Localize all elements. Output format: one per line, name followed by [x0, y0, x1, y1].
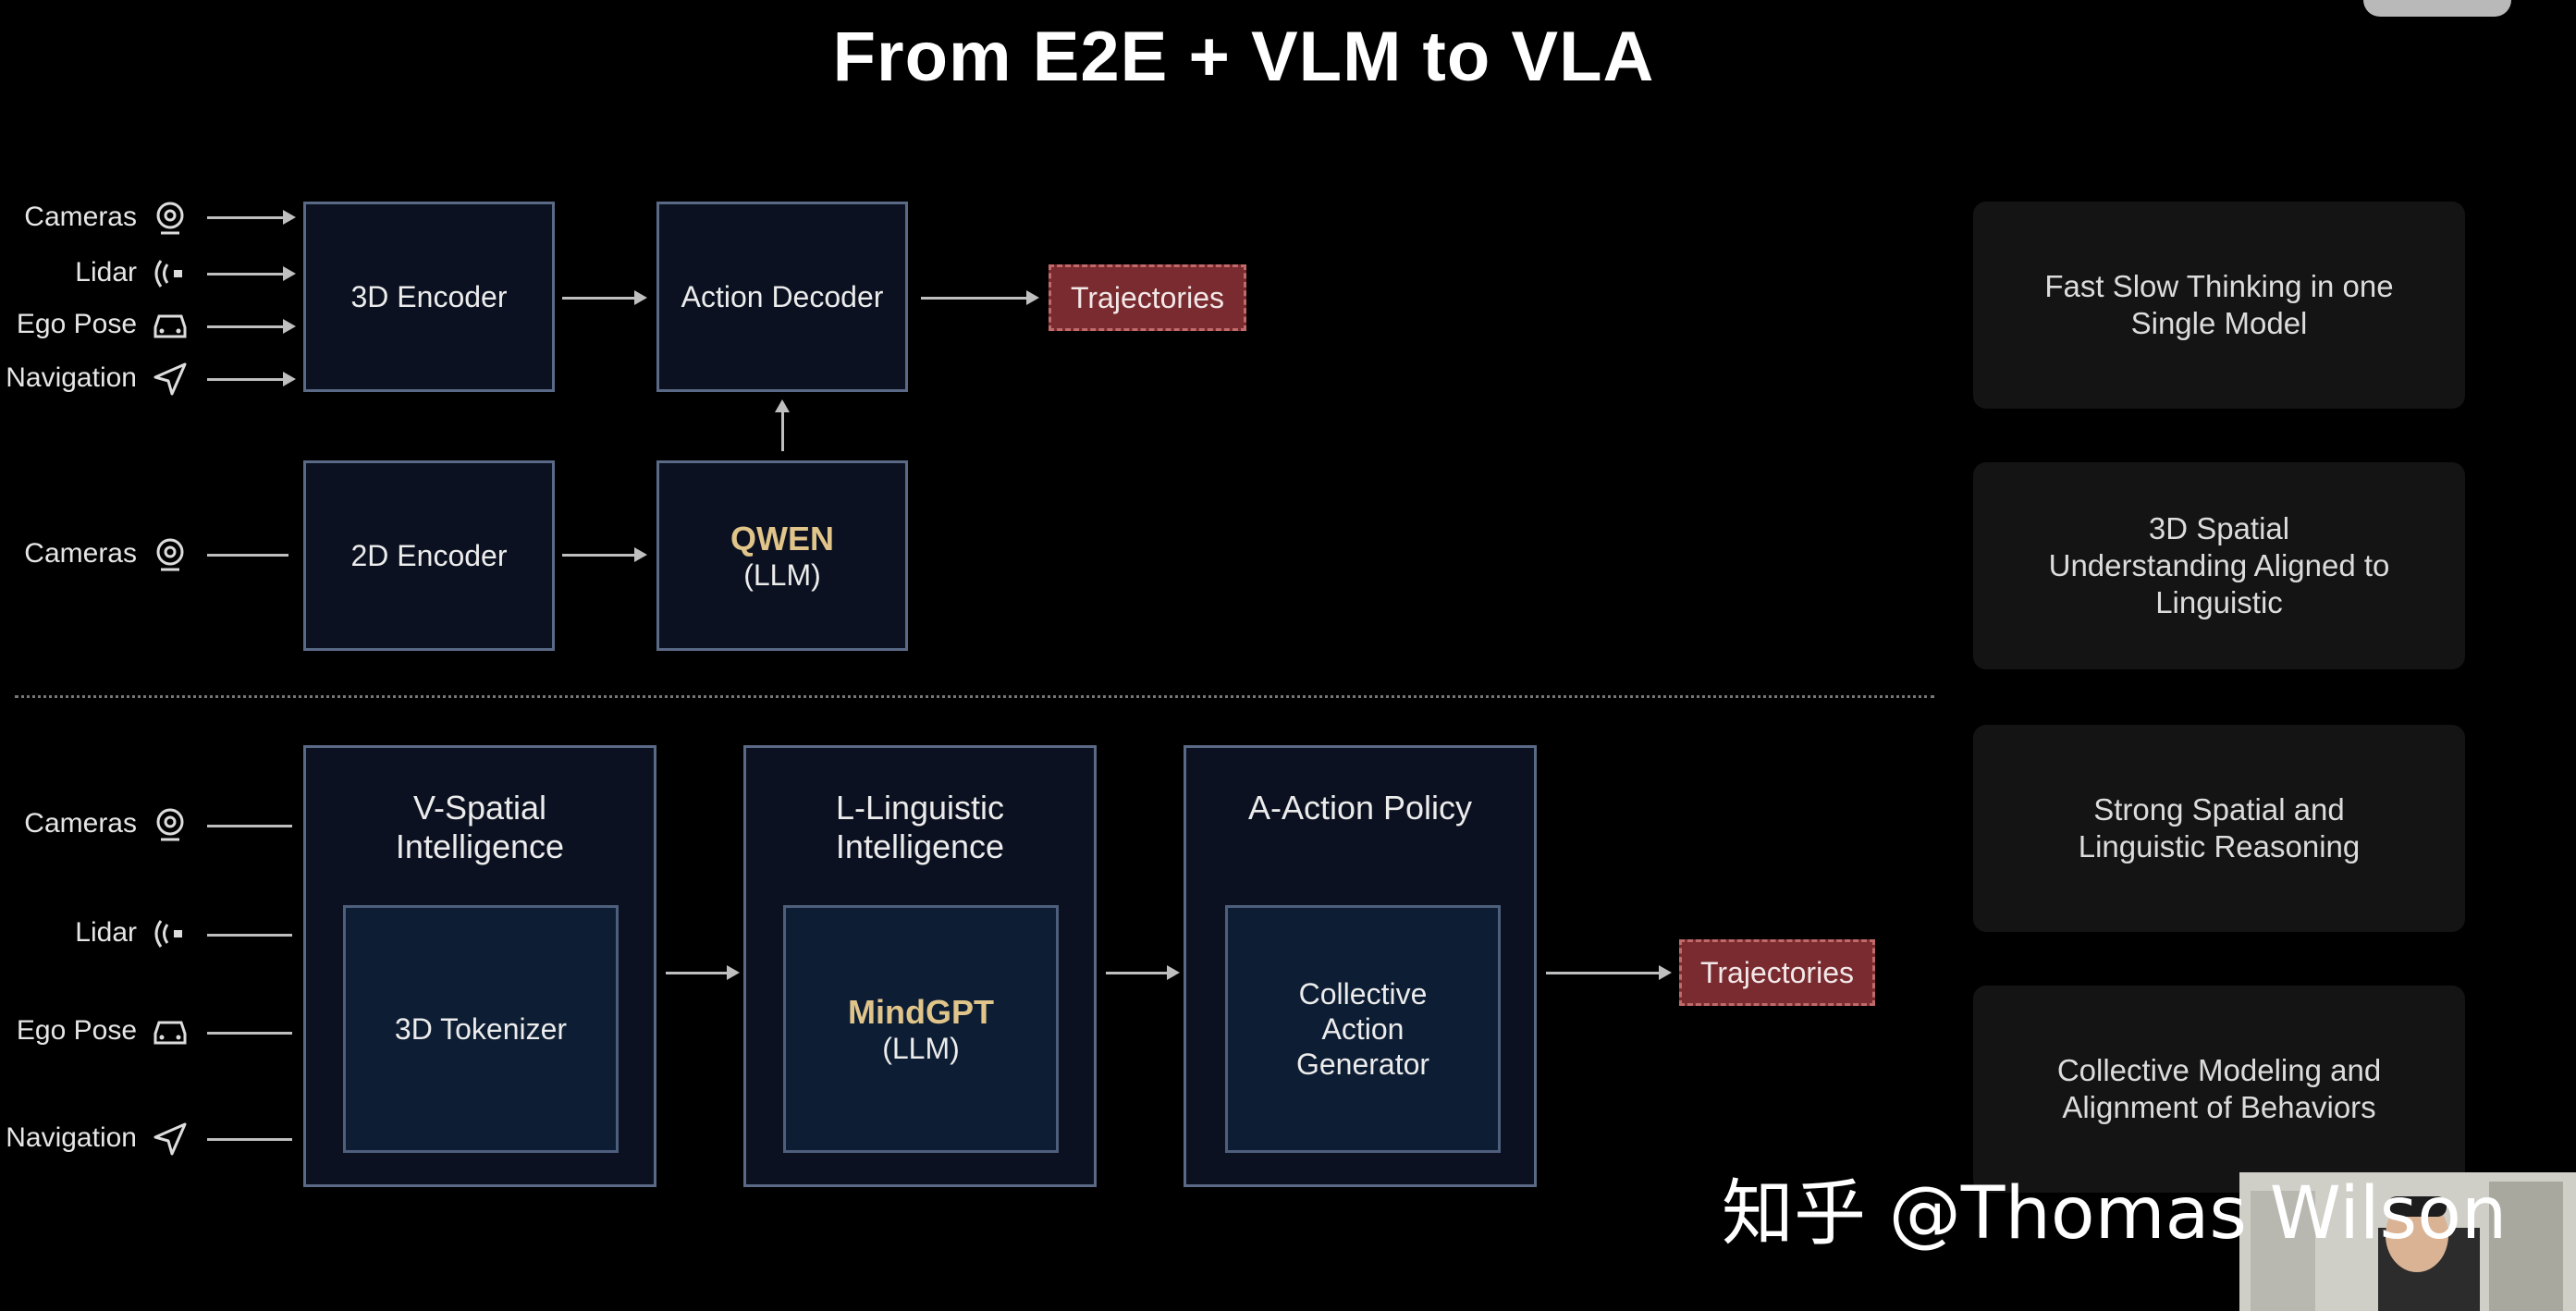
v-spatial-intelligence-box: V-Spatial Intelligence 3D Tokenizer	[303, 745, 656, 1187]
feature-card-4-text: Collective Modeling and Alignment of Beh…	[2056, 1053, 2382, 1124]
action-decoder-box: Action Decoder	[656, 202, 908, 392]
line-cameras-to-2d-encoder	[207, 554, 288, 557]
arrow-v-spatial-to-l-linguistic	[666, 965, 740, 980]
arrow-a-action-to-trajectories	[1546, 965, 1672, 980]
arrow-lidar-to-3d-encoder	[207, 266, 296, 281]
3d-encoder-box: 3D Encoder	[303, 202, 555, 392]
arrow-qwen-to-action-decoder	[775, 399, 790, 451]
chat-bubble-icon	[2363, 0, 2511, 17]
qwen-sub: (LLM)	[743, 557, 821, 592]
v-spatial-title: V-Spatial Intelligence	[395, 789, 565, 865]
camera-icon	[150, 534, 190, 575]
trajectories-output-top: Trajectories	[1049, 264, 1246, 331]
action-decoder-label: Action Decoder	[681, 279, 884, 313]
3d-tokenizer-label: 3D Tokenizer	[394, 1011, 568, 1046]
input-label-ego-pose: Ego Pose	[16, 309, 137, 339]
camera-icon	[150, 198, 190, 239]
input-label-cameras: Cameras	[24, 202, 137, 232]
collective-action-generator-box: Collective Action Generator	[1225, 905, 1501, 1153]
l-linguistic-title: L-Linguistic Intelligence	[835, 789, 1005, 865]
car-icon	[150, 1011, 190, 1052]
2d-encoder-label: 2D Encoder	[350, 538, 508, 572]
camera-icon	[150, 804, 190, 845]
trajectories-output-bottom: Trajectories	[1679, 939, 1875, 1006]
navigation-icon	[150, 359, 190, 399]
feature-card-1: Fast Slow Thinking in one Single Model	[1973, 202, 2465, 409]
section-divider	[15, 695, 1934, 698]
line-navigation-to-v-spatial	[207, 1138, 292, 1141]
qwen-llm-box: QWEN (LLM)	[656, 460, 908, 651]
2d-encoder-box: 2D Encoder	[303, 460, 555, 651]
mindgpt-name: MindGPT	[848, 992, 994, 1031]
car-icon	[150, 305, 190, 346]
watermark-text: 知乎 @Thomas Wilson	[1722, 1172, 2508, 1256]
input-label-lidar-vla: Lidar	[75, 917, 137, 948]
feature-card-2-text: 3D Spatial Understanding Aligned to Ling…	[2048, 511, 2390, 619]
navigation-icon	[150, 1119, 190, 1159]
feature-card-4: Collective Modeling and Alignment of Beh…	[1973, 986, 2465, 1193]
input-label-navigation: Navigation	[6, 362, 137, 393]
line-cameras-to-v-spatial	[207, 825, 292, 827]
feature-card-3-text: Strong Spatial and Linguistic Reasoning	[2078, 792, 2361, 864]
lidar-icon	[150, 913, 190, 954]
input-label-ego-pose-vla: Ego Pose	[16, 1015, 137, 1046]
mindgpt-sub: (LLM)	[882, 1031, 960, 1065]
presenter-webcam-thumbnail	[2239, 1172, 2576, 1311]
3d-encoder-label: 3D Encoder	[350, 279, 508, 313]
arrow-3d-encoder-to-action-decoder	[562, 290, 647, 305]
trajectories-label-bottom: Trajectories	[1700, 955, 1854, 989]
l-linguistic-intelligence-box: L-Linguistic Intelligence MindGPT (LLM)	[743, 745, 1097, 1187]
input-label-lidar: Lidar	[75, 257, 137, 288]
arrow-l-linguistic-to-a-action	[1106, 965, 1180, 980]
input-label-navigation-vla: Navigation	[6, 1122, 137, 1153]
arrow-navigation-to-3d-encoder	[207, 372, 296, 386]
arrow-action-decoder-to-trajectories	[921, 290, 1039, 305]
arrow-cameras-to-3d-encoder	[207, 210, 296, 225]
mindgpt-llm-box: MindGPT (LLM)	[783, 905, 1059, 1153]
feature-card-2: 3D Spatial Understanding Aligned to Ling…	[1973, 462, 2465, 669]
collective-action-generator-label: Collective Action Generator	[1295, 977, 1430, 1081]
line-ego-pose-to-v-spatial	[207, 1032, 292, 1035]
line-lidar-to-v-spatial	[207, 934, 292, 937]
a-action-policy-box: A-Action Policy Collective Action Genera…	[1184, 745, 1537, 1187]
slide-title: From E2E + VLM to VLA	[832, 18, 1655, 96]
arrow-2d-encoder-to-qwen	[562, 547, 647, 562]
trajectories-label-top: Trajectories	[1071, 280, 1224, 314]
input-label-cameras-2d: Cameras	[24, 538, 137, 569]
feature-card-3: Strong Spatial and Linguistic Reasoning	[1973, 725, 2465, 932]
lidar-icon	[150, 253, 190, 294]
qwen-name: QWEN	[730, 519, 834, 557]
3d-tokenizer-box: 3D Tokenizer	[343, 905, 619, 1153]
arrow-ego-pose-to-3d-encoder	[207, 319, 296, 334]
a-action-title: A-Action Policy	[1247, 789, 1473, 827]
feature-card-1-text: Fast Slow Thinking in one Single Model	[2044, 269, 2394, 340]
input-label-cameras-vla: Cameras	[24, 808, 137, 839]
